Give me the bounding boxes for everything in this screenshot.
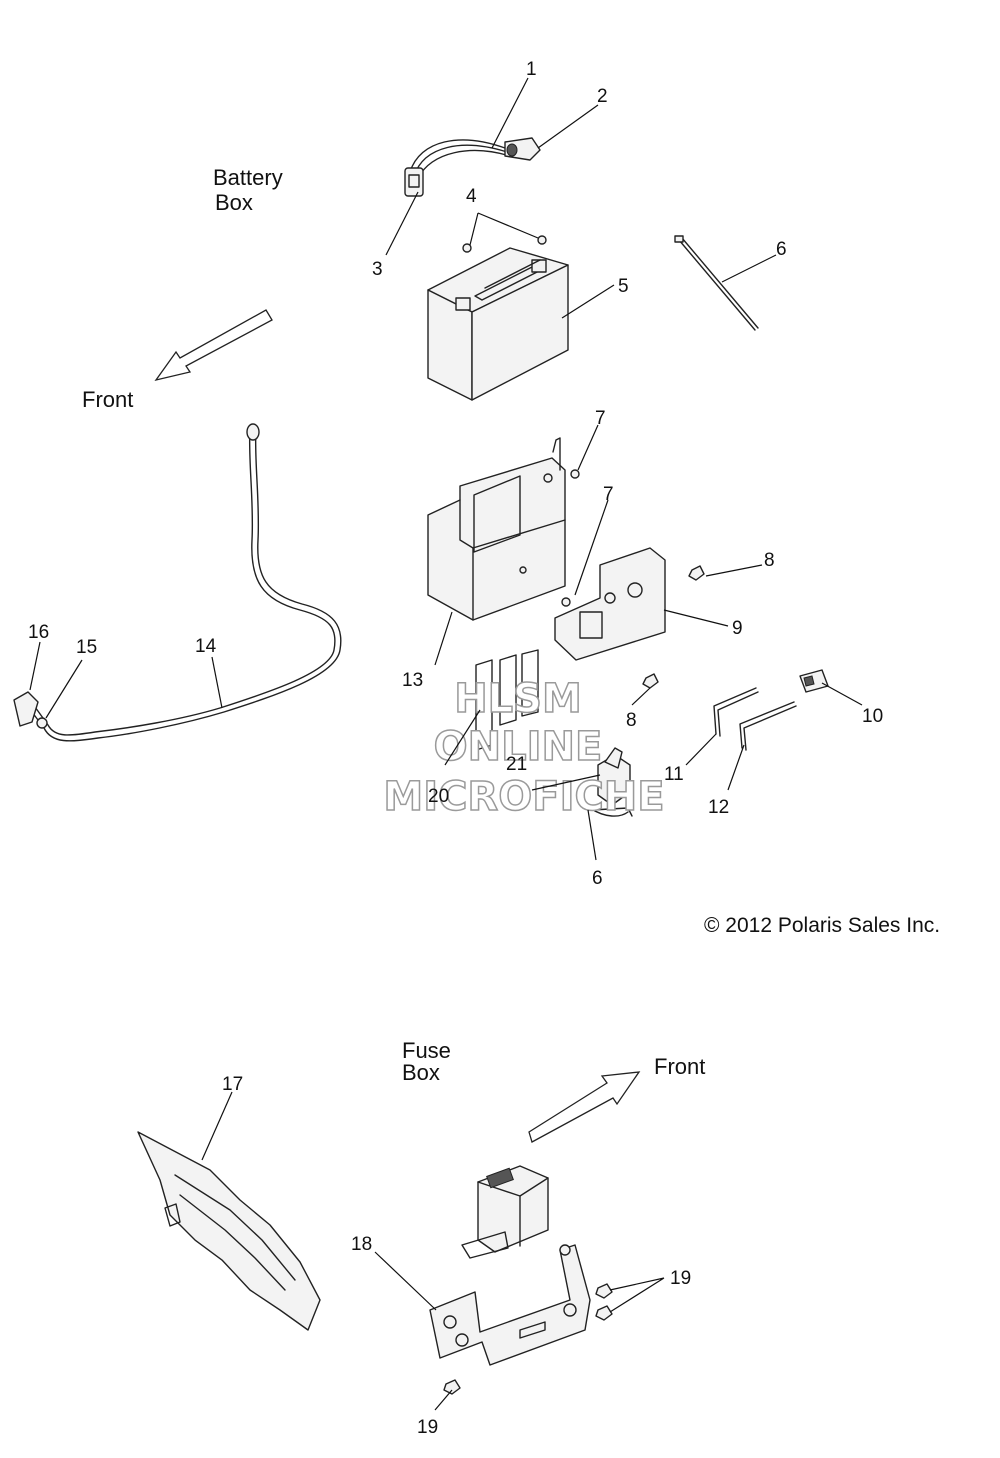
callout-15: 15 (76, 637, 97, 658)
front-arrow-left (154, 309, 273, 382)
watermark: HLSM ONLINE MICROFICHE (383, 675, 666, 821)
fuse-box-bracket (429, 1244, 591, 1366)
callout-9: 9 (732, 618, 743, 639)
callout-11: 11 (664, 764, 684, 785)
callout-7-top: 7 (595, 408, 606, 429)
callout-21: 21 (506, 754, 527, 775)
battery-box-title-line2: Box (215, 190, 253, 215)
ground-cable (13, 423, 342, 742)
callout-2: 2 (597, 86, 608, 107)
callout-10: 10 (862, 706, 883, 727)
battery-cable-assembly (404, 137, 541, 197)
tray-bolts (561, 469, 705, 689)
front-arrow-right (528, 1071, 641, 1143)
callout-6-top: 6 (776, 239, 787, 260)
callout-4: 4 (466, 186, 477, 207)
callout-19-right: 19 (670, 1268, 691, 1289)
callout-19-bottom: 19 (417, 1417, 438, 1438)
hex-keys (713, 687, 797, 751)
battery (427, 247, 569, 401)
callout-18: 18 (351, 1234, 372, 1255)
fuse-box-title-line2: Box (402, 1060, 440, 1085)
front-label-right: Front (654, 1054, 705, 1079)
fuse-box-cover (137, 1131, 321, 1331)
battery-tray (427, 437, 666, 661)
callout-numbers: 1 2 3 4 5 6 7 7 8 8 9 10 11 12 13 14 15 … (28, 59, 883, 1438)
fuse-box-title-line1: Fuse (402, 1038, 451, 1063)
callout-3: 3 (372, 259, 383, 280)
callout-20: 20 (428, 786, 449, 807)
terminal-screws (462, 235, 547, 253)
leader-lines (29, 77, 863, 1411)
fuse-box (461, 1165, 549, 1259)
battery-box-title-line1: Battery (213, 165, 283, 190)
fuse (799, 669, 829, 693)
callout-16: 16 (28, 622, 49, 643)
copyright-notice: © 2012 Polaris Sales Inc. (704, 914, 940, 937)
watermark-line2: ONLINE (434, 724, 603, 770)
battery-pads (475, 649, 539, 751)
callout-1: 1 (526, 59, 537, 80)
callout-8-right: 8 (764, 550, 775, 571)
callout-13: 13 (402, 670, 423, 691)
callout-17: 17 (222, 1074, 243, 1095)
callout-14: 14 (195, 636, 217, 657)
watermark-line3: MICROFICHE (383, 774, 664, 820)
callout-5: 5 (618, 276, 629, 297)
bracket-nuts (443, 1283, 613, 1395)
callout-12: 12 (708, 797, 729, 818)
cable-tie (674, 235, 759, 331)
callout-8-lower: 8 (626, 710, 637, 731)
watermark-line1: HLSM (454, 676, 582, 722)
connector-holder (589, 747, 633, 817)
front-label-left: Front (82, 387, 133, 412)
callout-6-lower: 6 (592, 868, 603, 889)
callout-7-lower: 7 (603, 484, 614, 505)
